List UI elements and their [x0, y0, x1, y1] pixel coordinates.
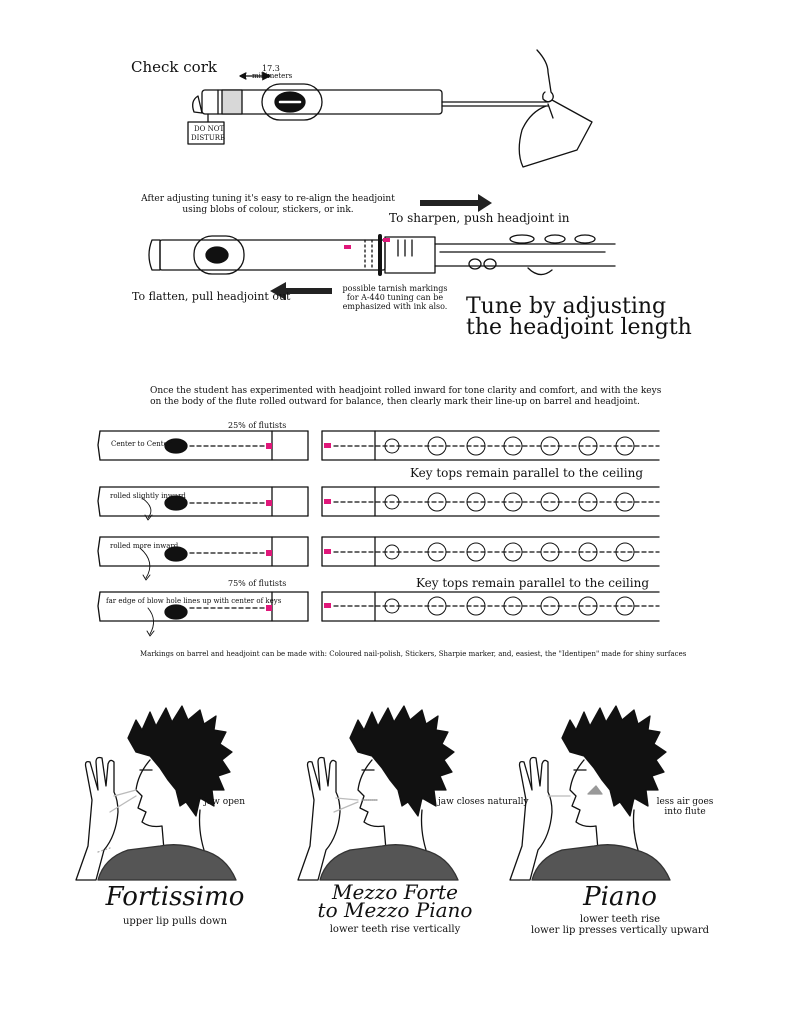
row2-label: rolled slightly inward: [110, 492, 186, 500]
piano-note-line2: into flute: [664, 807, 706, 817]
piano-caption-line1: lower teeth rise: [579, 914, 661, 925]
pct-75-label: 75% of flutists: [228, 579, 287, 588]
key-tops-note-1: Key tops remain parallel to the ceiling: [410, 466, 644, 480]
fortissimo-caption: upper lip pulls down: [122, 916, 228, 927]
key-tops-note-2: Key tops remain parallel to the ceiling: [416, 576, 650, 590]
figure-mezzo: [297, 705, 459, 881]
fortissimo-title: Fortissimo: [105, 882, 245, 912]
figure-fortissimo: [75, 705, 237, 881]
do-not-disturb-tag-line2: DISTURB: [191, 134, 226, 142]
row1-label: Center to Center: [111, 440, 172, 448]
markings-note: Markings on barrel and headjoint can be …: [140, 650, 687, 658]
realign-note-line2: using blobs of colour, stickers, or ink.: [182, 205, 354, 215]
sharpen-label: To sharpen, push headjoint in: [389, 211, 570, 225]
pct-25-label: 25% of flutists: [228, 421, 287, 430]
cork-measurement-value: 17.3: [262, 64, 280, 73]
piano-note-line1: less air goes: [656, 797, 714, 807]
alignment-row-2: [97, 486, 660, 521]
tarnish-note-line1: possible tarnish markings: [342, 284, 448, 293]
fortissimo-note: jaw open: [204, 797, 246, 807]
mezzo-title-line1: Mezzo Forte: [331, 880, 459, 904]
tuning-heading-line1: Tune by adjusting: [466, 294, 667, 319]
alignment-row-1: [97, 430, 660, 461]
cork-measurement-unit: millimeters: [252, 72, 293, 80]
piano-title: Piano: [583, 882, 657, 912]
mezzo-title-line2: to Mezzo Piano: [317, 898, 473, 922]
tuning-heading-line2: the headjoint length: [466, 315, 692, 340]
tuning-flute-drawing: [148, 194, 616, 300]
alignment-row-3: [97, 536, 660, 581]
piano-caption-line2: lower lip presses vertically upward: [530, 925, 710, 936]
row3-label: rolled more inward: [110, 542, 179, 550]
check-cork-title: Check cork: [131, 58, 217, 76]
alignment-intro-line2: on the body of the flute rolled outward …: [150, 397, 640, 407]
alignment-intro-line1: Once the student has experimented with h…: [150, 386, 662, 396]
figure-piano: [509, 705, 671, 881]
realign-note-line1: After adjusting tuning it's easy to re-a…: [141, 194, 395, 204]
do-not-disturb-tag-line1: DO NOT: [194, 125, 225, 133]
alignment-row-4: [97, 591, 660, 637]
cork-headjoint-drawing: [187, 49, 593, 168]
tarnish-note-line3: emphasized with ink also.: [342, 302, 448, 311]
row4-label: far edge of blow hole lines up with cent…: [106, 597, 282, 605]
mezzo-caption: lower teeth rise vertically: [329, 924, 461, 935]
tarnish-note-line2: for A-440 tuning can be: [346, 293, 444, 302]
flatten-label: To flatten, pull headjoint out: [132, 290, 291, 303]
mezzo-note: jaw closes naturally: [438, 797, 529, 807]
